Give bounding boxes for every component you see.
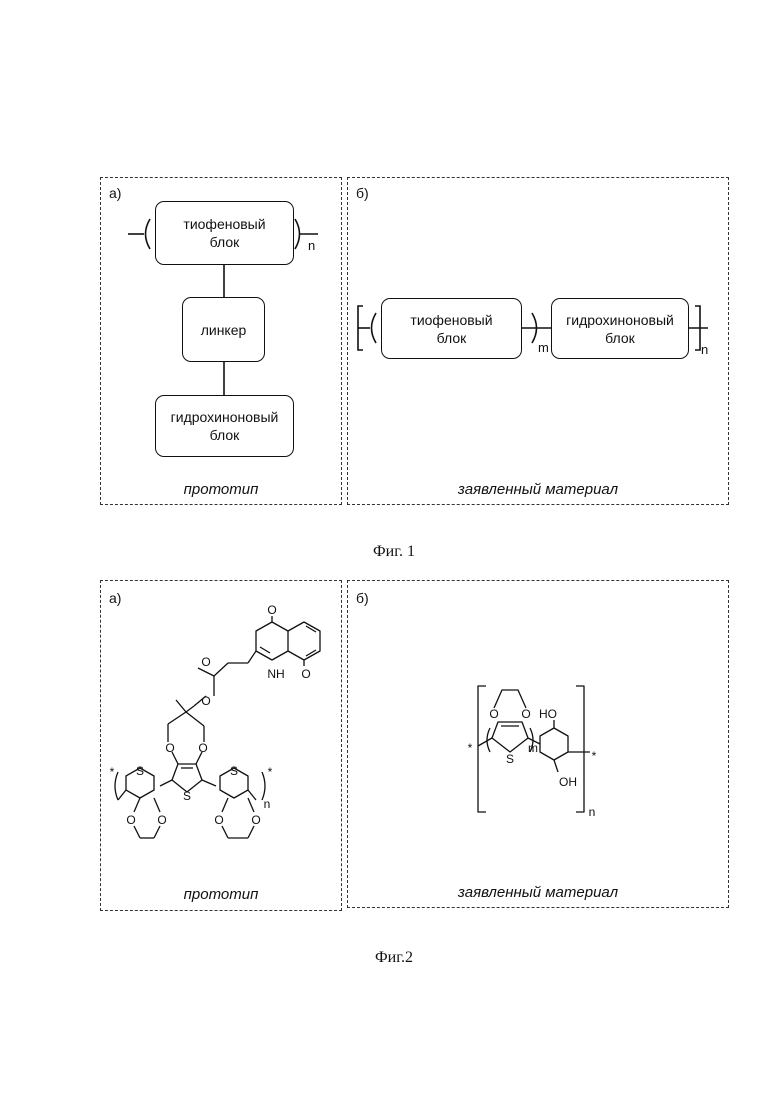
fig2-b-caption: заявленный материал — [347, 884, 729, 901]
fig2-b-atom-o-left: O — [489, 707, 498, 721]
fig2-b-subscript-m: m — [528, 741, 538, 755]
fig2-b-atom-oh: OH — [559, 775, 577, 789]
fig2-b-end-star-left: * — [468, 741, 473, 755]
fig2-b-atom-o-right: O — [521, 707, 530, 721]
fig2-b-subscript-n: n — [589, 805, 596, 819]
fig2-b-end-star-right: * — [592, 749, 597, 763]
fig2-b-atom-s: S — [506, 752, 514, 766]
fig2-b-atom-ho: HO — [539, 707, 557, 721]
figure-2-title: Фиг.2 — [294, 949, 494, 967]
fig2-a-caption: прототип — [100, 886, 342, 903]
